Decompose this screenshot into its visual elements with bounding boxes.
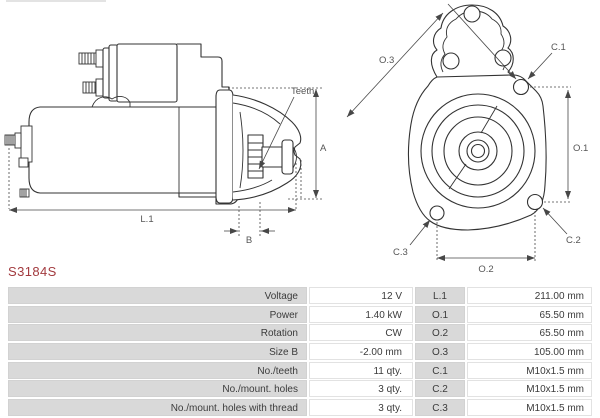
spec-value: 1.40 kW xyxy=(309,305,413,323)
dim-label-c3: C.3 xyxy=(393,247,408,258)
spec-value: 3 qty. xyxy=(309,399,413,417)
dim-label-b: B xyxy=(246,235,252,246)
spec-value: 12 V xyxy=(309,287,413,304)
spec-dim-label: O.1 xyxy=(415,305,465,323)
spec-label: No./mount. holes xyxy=(8,380,307,398)
dim-label-teeth: Teeth xyxy=(291,86,314,97)
spec-label: Power xyxy=(8,305,307,323)
spec-dim-value: 65.50 mm xyxy=(467,305,592,323)
dim-label-c1: C.1 xyxy=(551,42,566,53)
spec-dim-value: 65.50 mm xyxy=(467,324,592,342)
spec-dim-value: M10x1.5 mm xyxy=(467,399,592,417)
spec-dim-label: O.2 xyxy=(415,324,465,342)
spec-dim-value: M10x1.5 mm xyxy=(467,380,592,398)
spec-label: Size B xyxy=(8,343,307,361)
spec-dim-value: M10x1.5 mm xyxy=(467,361,592,379)
dim-label-o3: O.3 xyxy=(379,55,394,66)
spec-dim-value: 211.00 mm xyxy=(467,287,592,304)
spec-dim-label: C.3 xyxy=(415,399,465,417)
part-number: S3184S xyxy=(8,264,57,279)
dim-label-o2: O.2 xyxy=(478,264,493,275)
spec-dim-label: L.1 xyxy=(415,287,465,304)
spec-value: 11 qty. xyxy=(309,361,413,379)
spec-label: No./teeth xyxy=(8,361,307,379)
spec-label: No./mount. holes with thread xyxy=(8,399,307,417)
spec-table: Voltage 12 V L.1 211.00 mm Power 1.40 kW… xyxy=(8,287,592,417)
technical-drawing: L.1 B A Teeth xyxy=(4,3,588,275)
starter-side-view: L.1 B A Teeth xyxy=(4,43,327,246)
spec-value: -2.00 mm xyxy=(309,343,413,361)
spec-dim-label: C.2 xyxy=(415,380,465,398)
spec-value: CW xyxy=(309,324,413,342)
dim-label-l1: L.1 xyxy=(140,214,153,225)
spec-label: Rotation xyxy=(8,324,307,342)
spec-dim-value: 105.00 mm xyxy=(467,343,592,361)
starter-front-view: O.3 C.1 O.1 C.2 C.3 O.2 xyxy=(346,3,588,275)
spec-label: Voltage xyxy=(8,287,307,304)
spec-dim-label: O.3 xyxy=(415,343,465,361)
cropped-edge-artifact xyxy=(6,0,106,2)
dim-label-c2: C.2 xyxy=(566,235,581,246)
dim-label-a: A xyxy=(320,143,327,154)
dim-label-o1: O.1 xyxy=(573,143,588,154)
spec-value: 3 qty. xyxy=(309,380,413,398)
spec-dim-label: C.1 xyxy=(415,361,465,379)
